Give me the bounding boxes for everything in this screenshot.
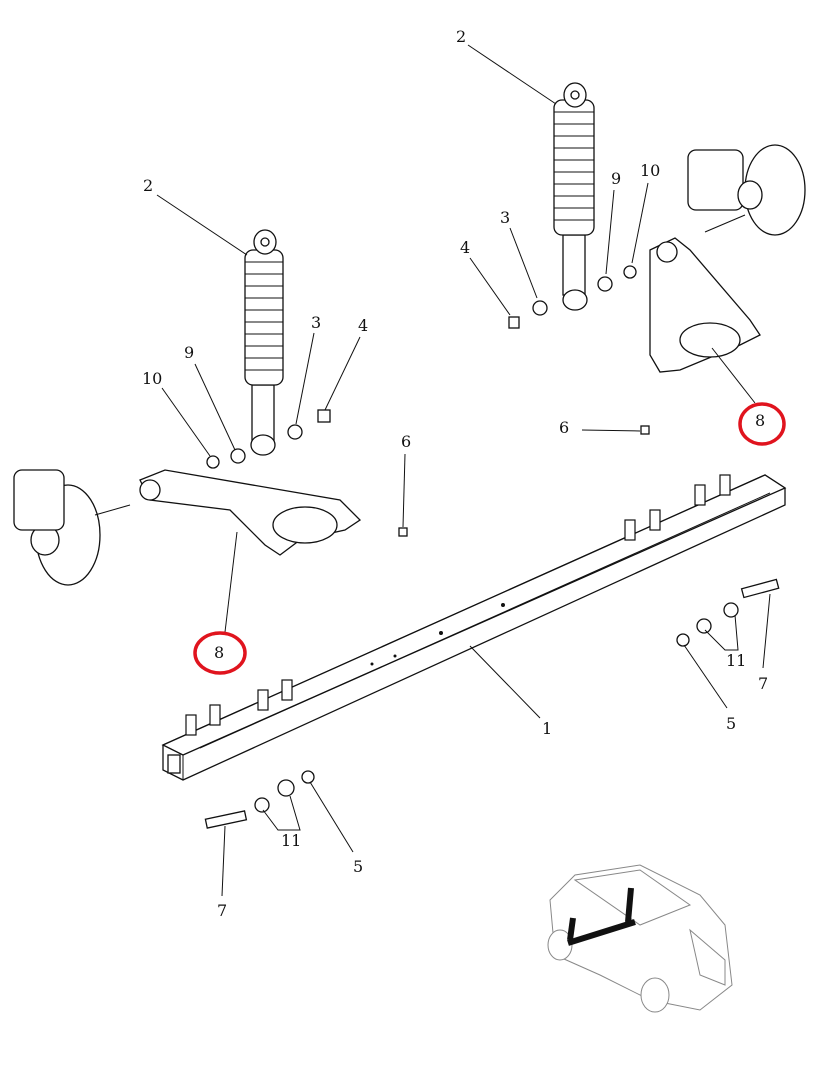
callout: 4 xyxy=(358,316,368,335)
leader-lines xyxy=(156,44,771,897)
left-wheel-hub xyxy=(13,469,131,586)
left-trailing-arm xyxy=(139,469,362,556)
callout: 5 xyxy=(353,857,363,876)
vehicle-locator-thumbnail xyxy=(547,864,733,1013)
callout: 3 xyxy=(311,313,321,332)
right-wheel-hub xyxy=(687,144,806,236)
callout-highlighted: 8 xyxy=(214,643,224,662)
callout-highlighted: 8 xyxy=(755,411,765,430)
callout: 4 xyxy=(460,238,470,257)
highlight-circle-left-arm xyxy=(193,631,247,675)
rear-axle-beam xyxy=(161,474,787,781)
hardware xyxy=(204,265,780,829)
callout: 9 xyxy=(184,343,194,362)
callout: 2 xyxy=(143,176,153,195)
callout-labels: 2 2 3 4 9 10 8 6 9 10 3 4 6 8 1 11 7 5 1… xyxy=(142,27,768,920)
right-trailing-arm xyxy=(649,237,761,373)
callout: 7 xyxy=(758,674,768,693)
right-shock-absorber xyxy=(553,82,595,311)
highlight-circle-right-arm xyxy=(738,402,786,446)
callout: 5 xyxy=(726,714,736,733)
callout: 1 xyxy=(542,719,552,738)
callout: 10 xyxy=(142,369,162,388)
callout: 11 xyxy=(281,831,301,850)
callout: 7 xyxy=(217,901,227,920)
callout: 10 xyxy=(640,161,660,180)
callout: 6 xyxy=(559,418,569,437)
callout: 2 xyxy=(456,27,466,46)
left-shock-absorber xyxy=(244,229,284,456)
callout: 3 xyxy=(500,208,510,227)
callout: 11 xyxy=(726,651,746,670)
callout: 6 xyxy=(401,432,411,451)
callout: 9 xyxy=(611,169,621,188)
